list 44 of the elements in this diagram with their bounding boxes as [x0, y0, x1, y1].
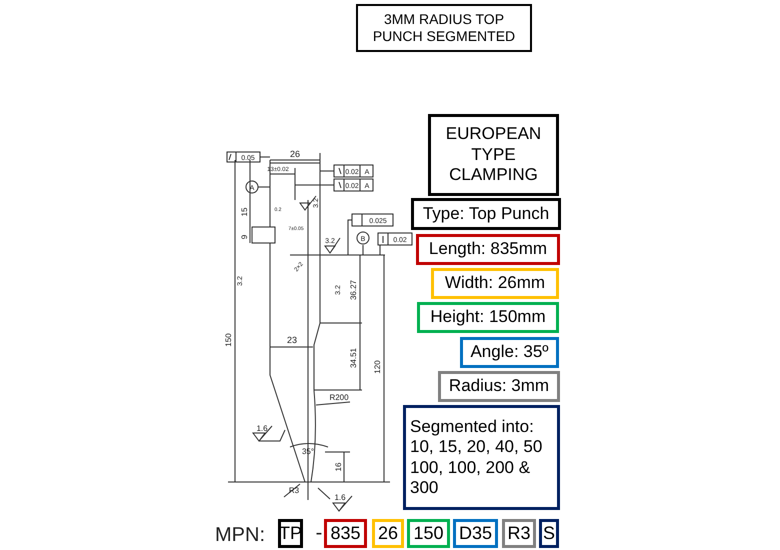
- dimension-label: R200: [329, 393, 349, 402]
- dimension-label: 36.27: [349, 280, 358, 300]
- part-number-frame: [502, 519, 536, 548]
- spec-frame: [411, 198, 561, 230]
- spec-text: Radius: 3mm: [448, 376, 550, 397]
- spec-text: EUROPEAN TYPE CLAMPING: [445, 124, 542, 186]
- part-number-frame: [324, 519, 367, 548]
- part-number-frame: [539, 519, 559, 548]
- spec-frame: [416, 234, 560, 265]
- part-code: 835: [330, 522, 361, 544]
- part-number-frame: [453, 519, 498, 548]
- spec-text: Angle: 35º: [470, 342, 549, 363]
- part-number-label: MPN:: [215, 524, 265, 546]
- spec-frame: [417, 302, 559, 333]
- separator-text: -: [316, 522, 322, 544]
- part-number-frame: [372, 519, 404, 548]
- part-code: S: [543, 522, 556, 544]
- spec-frame: [431, 268, 559, 299]
- part-code: 26: [378, 522, 398, 544]
- dimension-label: 16: [334, 462, 343, 472]
- spec-text: Type: Top Punch: [422, 204, 550, 224]
- dimension-label: 150: [224, 333, 233, 347]
- dimension-label: 23: [287, 335, 297, 345]
- title-text: 3MM RADIUS TOP PUNCH SEGMENTED: [372, 11, 516, 45]
- dimension-label: 120: [373, 360, 382, 374]
- spec-frame: [428, 114, 559, 196]
- part-number-frame: [407, 519, 450, 548]
- dimension-label: 1.6: [256, 424, 268, 433]
- part-code: 150: [413, 522, 444, 544]
- dimension-label: 26: [290, 149, 300, 159]
- dimension-label: 9: [240, 234, 249, 240]
- part-code: R3: [508, 522, 531, 544]
- spec-frame: [460, 337, 559, 368]
- spec-text: Width: 26mm: [444, 273, 546, 294]
- spec-text: Height: 150mm: [430, 307, 546, 328]
- part-code: D35: [458, 522, 492, 544]
- spec-text: Segmented into: 10, 15, 20, 40, 50 100, 100, 200 & 300: [410, 416, 544, 498]
- spec-text: Length: 835mm: [428, 239, 548, 260]
- dimension-label: 15: [240, 208, 249, 216]
- dimension-label: 1.6: [334, 493, 346, 502]
- spec-frame: [438, 371, 560, 402]
- dimension-label: 34.51: [349, 348, 358, 368]
- spec-frame: [403, 405, 560, 510]
- title-frame: [356, 4, 532, 52]
